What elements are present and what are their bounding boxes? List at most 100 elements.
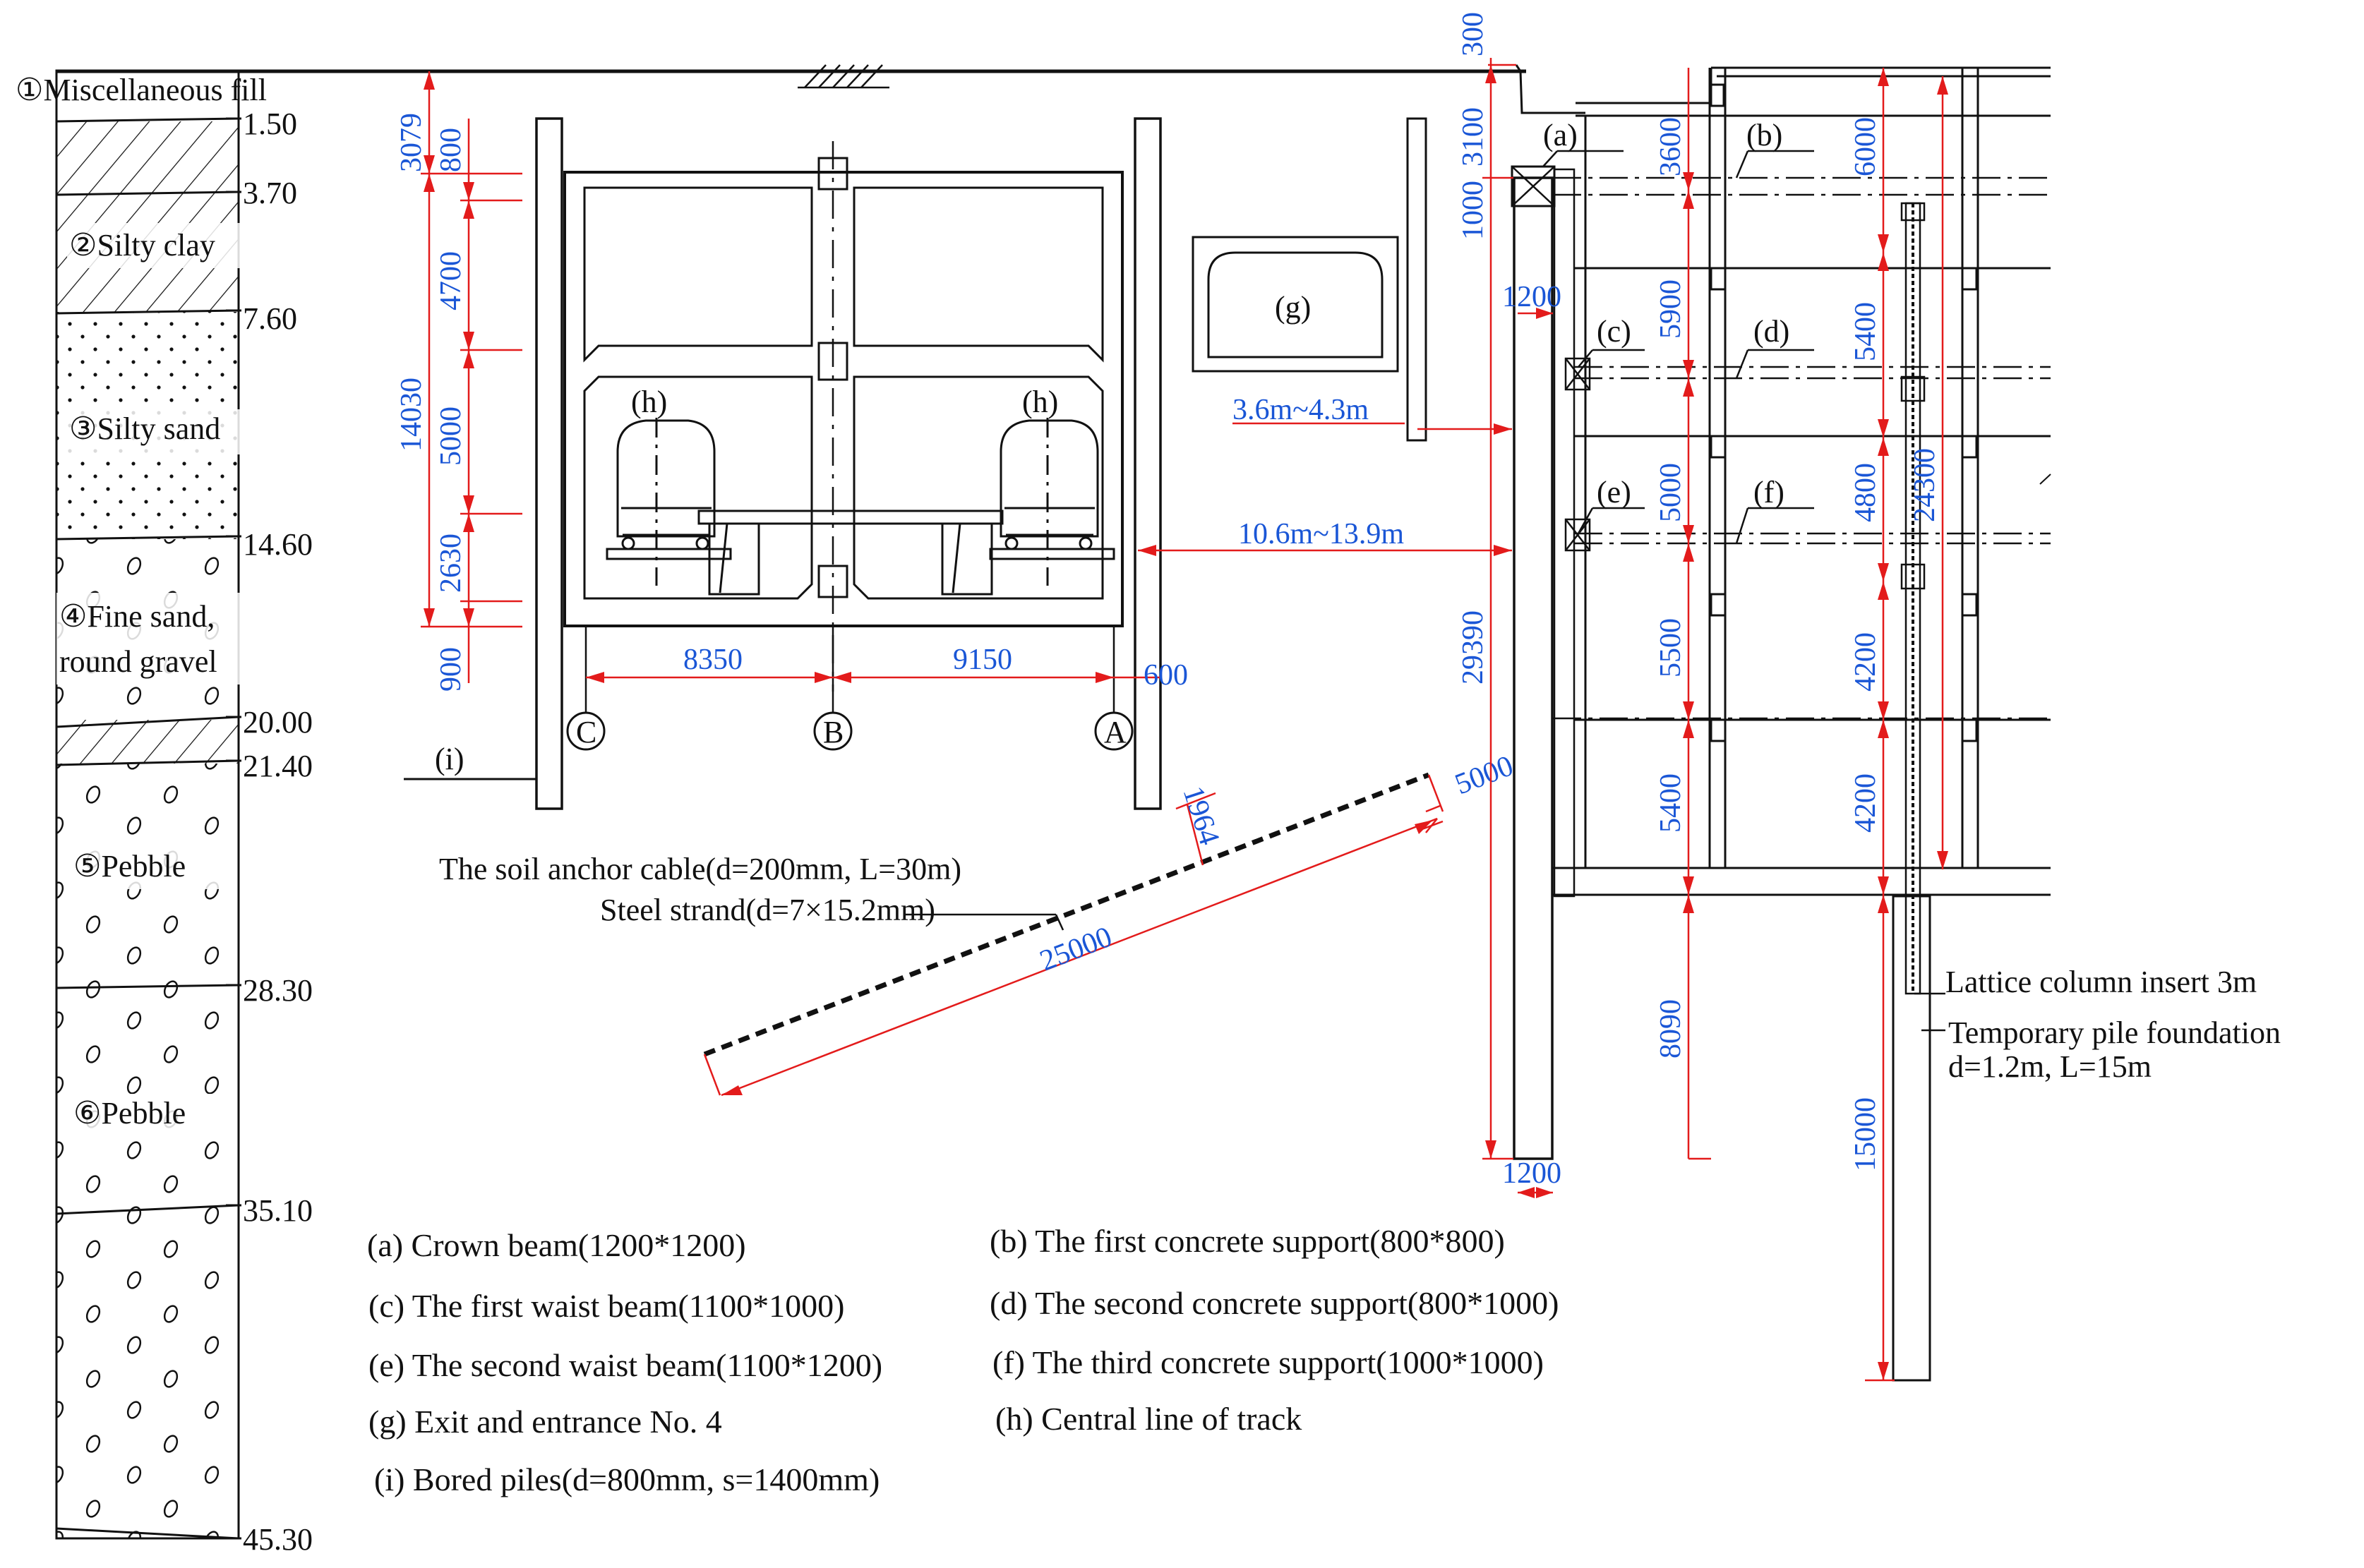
dim-5500: 5500 [1655,618,1687,677]
dim-3600: 3600 [1655,117,1687,176]
dim-300: 300 [1457,12,1489,56]
axis-label-b: B [823,715,844,749]
train-left [606,418,732,586]
stratum-name: ①Miscellaneous fill [16,73,267,107]
wall-dimension-lines [1482,58,1948,1382]
legend-item: (g) Exit and entrance No. 4 [368,1404,722,1440]
pile-label-2: d=1.2m, L=15m [1948,1049,2152,1084]
dim-5400-wall: 5400 [1655,773,1687,833]
callout-leaders [1542,150,1814,544]
horizontal-dimension-lines [586,672,1160,683]
depth-label: 1.50 [243,107,297,141]
depth-label: 45.30 [243,1522,313,1557]
callout-c: (c) [1597,314,1631,349]
legend-item: (i) Bored piles(d=800mm, s=1400mm) [374,1461,880,1497]
strut-lines [1553,176,2051,720]
dim-width-top: 1200 [1502,281,1561,313]
depth-label: 20.00 [243,705,313,740]
dim-5400-col: 5400 [1849,302,1882,361]
callout-f: (f) [1753,475,1784,509]
dim-2630: 2630 [435,533,467,593]
stratum-name: ⑥Pebble [73,1096,186,1130]
upper-chamber-left [583,186,813,363]
dim-6000: 6000 [1849,117,1882,176]
left-vertical-dimension-lines [421,71,522,683]
dim-8090: 8090 [1655,999,1687,1059]
stratum-name: ⑤Pebble [73,849,186,883]
lattice-joint-3 [1900,202,1926,222]
dim-8350: 8350 [683,644,743,676]
dim-3079: 3079 [395,113,428,172]
anchor-leader-diag [1055,914,1064,931]
dim-width-bottom: 1200 [1502,1157,1561,1190]
distance-track: 10.6m~13.9m [1238,518,1404,550]
callout-a: (a) [1543,118,1578,152]
dim-4200-a: 4200 [1849,632,1882,692]
axis-label-a: A [1104,715,1127,749]
depth-label: 35.10 [243,1193,313,1228]
legend-item: (b) The first concrete support(800*800) [990,1223,1505,1259]
anchor-diameter-dim: 1964 [1176,783,1225,849]
depth-label: 28.30 [243,973,313,1008]
depth-label: 3.70 [243,176,297,210]
dim-24300: 24300 [1909,448,1941,522]
callout-h-left: (h) [631,385,667,419]
lower-chamber-right [853,375,1104,600]
legend-item: (e) The second waist beam(1100*1200) [368,1347,882,1383]
crown-beam-x [1511,166,1555,207]
temporary-pile [1892,895,1931,1382]
lattice-joint-2 [1900,563,1926,590]
callout-d: (d) [1753,314,1789,349]
dim-5900: 5900 [1655,279,1687,339]
callout-i: (i) [435,742,464,776]
anchor-dimension-lines [703,774,1444,1097]
dim-4800: 4800 [1849,463,1882,522]
dim-4700: 4700 [435,251,467,310]
depth-ticks [226,117,241,1540]
axis-lines [584,626,1115,713]
legend-item: (a) Crown beam(1200*1200) [367,1227,746,1263]
anchor-cable [703,772,1430,1057]
station-box-outline [563,171,1124,627]
dim-15000: 15000 [1849,1097,1882,1171]
dim-5000-section: 5000 [435,406,467,466]
dim-29390: 29390 [1457,610,1489,685]
axis-marker-a [1094,711,1134,751]
dim-1000: 1000 [1457,181,1489,240]
distance-dimension-lines [1138,422,1512,556]
bored-pile-right [1134,117,1162,810]
lower-chamber-left [583,375,813,600]
wall-outer-line [1553,168,1576,898]
break-mark [2039,474,2051,485]
callout-h-right: (h) [1022,385,1058,419]
retaining-pile [1513,176,1554,1160]
distance-entrance: 3.6m~4.3m [1232,394,1369,426]
entrance-structure [1192,236,1399,373]
stratum-name-line2: round gravel [59,644,217,679]
platform [697,509,1004,596]
dim-800: 800 [435,128,467,172]
entrance-wall [1406,117,1427,442]
dim-3100: 3100 [1457,107,1489,167]
callout-g: (g) [1275,290,1311,325]
train-right [989,418,1115,586]
strata-column [55,69,240,1540]
depth-label: 14.60 [243,527,313,562]
support-frame [1553,66,2051,896]
anchor-label-2: Steel strand(d=7×15.2mm) [600,893,935,927]
legend-item: (f) The third concrete support(1000*1000… [992,1344,1544,1380]
bored-pile-left [535,117,563,810]
stratum-name: ③Silty sand [69,411,220,446]
dim-4200-b: 4200 [1849,773,1882,833]
dim-600: 600 [1144,659,1188,692]
axis-marker-c [566,711,606,751]
dim-9150: 9150 [953,644,1012,676]
wall-top-line [1515,64,1585,114]
anchor-free-length: 5000 [1451,749,1518,801]
stratum-name: ④Fine sand, [59,599,215,634]
pile-label-1: Temporary pile foundation [1948,1015,2281,1050]
upper-chamber-right [853,186,1104,363]
depth-label: 7.60 [243,301,297,336]
anchor-bond-length: 25000 [1036,921,1117,978]
